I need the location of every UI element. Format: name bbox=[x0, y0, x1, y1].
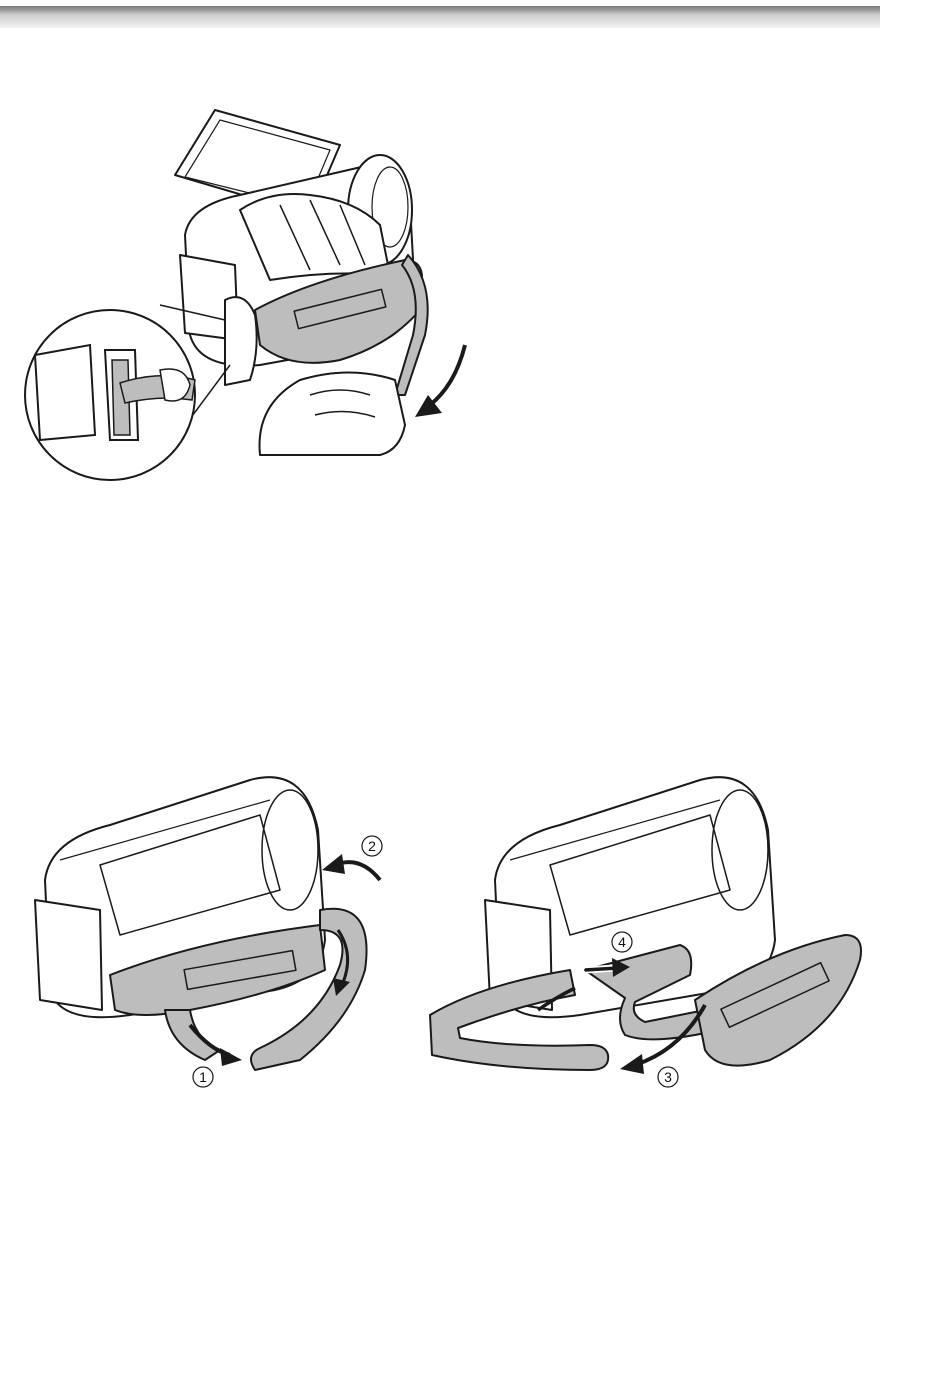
arrow-step-2 bbox=[322, 854, 380, 880]
step-marker-3: 3 bbox=[658, 1067, 678, 1087]
step-marker-1: 1 bbox=[193, 1067, 213, 1087]
header-bar bbox=[0, 6, 880, 28]
camcorder-left-svg: 1 2 bbox=[20, 770, 420, 1110]
step-label-4: 4 bbox=[618, 934, 626, 950]
step-marker-2: 2 bbox=[362, 836, 382, 856]
grip-belt-illustration bbox=[10, 95, 480, 495]
thumb bbox=[225, 297, 257, 385]
camcorder-hand-svg bbox=[10, 95, 480, 495]
camcorder-right-svg: 3 4 bbox=[420, 770, 880, 1110]
strap-tail bbox=[165, 1010, 220, 1060]
battery bbox=[35, 900, 102, 1010]
strap-attach-illustration-right: 3 4 bbox=[420, 770, 880, 1110]
step-label-1: 1 bbox=[199, 1069, 207, 1085]
pull-arrow bbox=[415, 345, 465, 417]
step-label-2: 2 bbox=[368, 838, 376, 854]
step-label-3: 3 bbox=[664, 1069, 672, 1085]
pulling-hand bbox=[260, 373, 406, 456]
step-marker-4: 4 bbox=[612, 932, 632, 952]
strap-attach-illustration-left: 1 2 bbox=[20, 770, 420, 1110]
